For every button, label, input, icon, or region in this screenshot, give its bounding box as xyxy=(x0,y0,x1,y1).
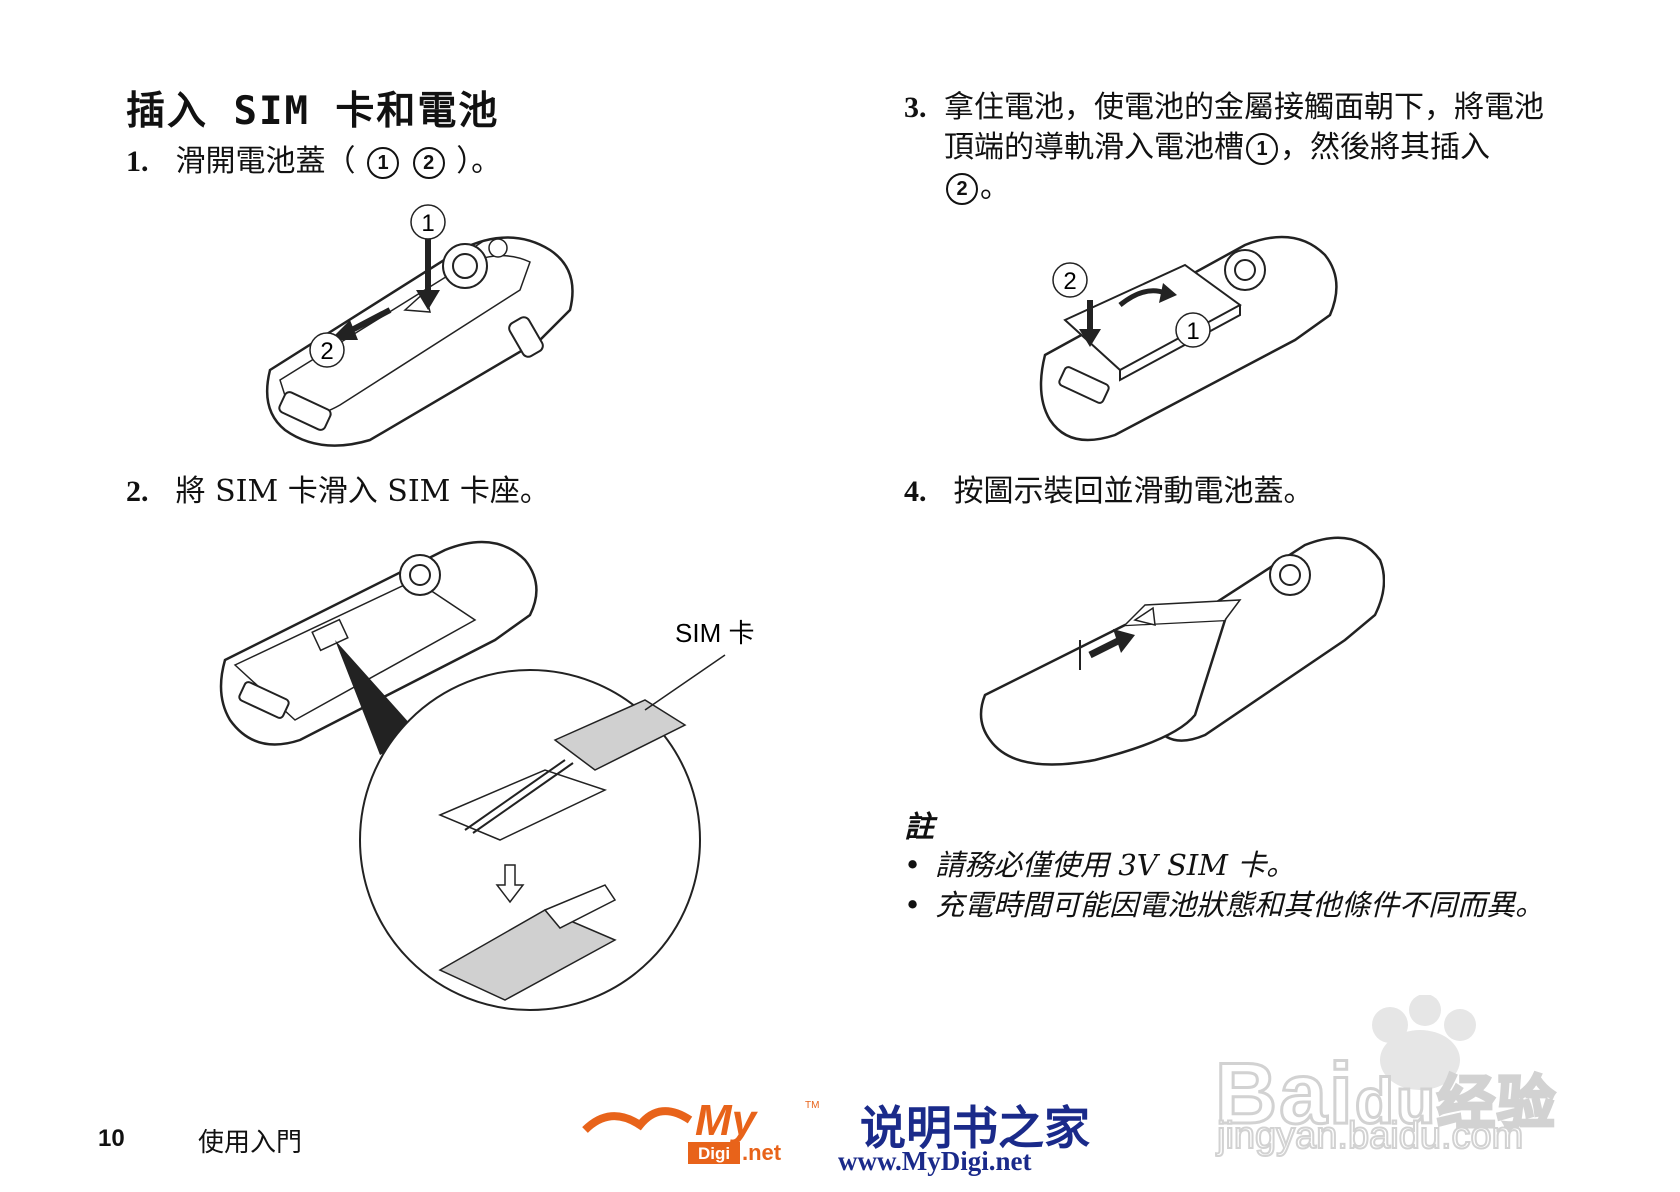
step-3-line-2a: 頂端的導軌滑入電池槽 xyxy=(944,130,1244,165)
step-1-number: 1. xyxy=(126,145,149,178)
figure-open-cover: 1 2 xyxy=(265,204,574,447)
step-2-number: 2. xyxy=(126,475,149,508)
my-logo-text: My xyxy=(695,1096,759,1145)
note-bullet-1: • 請務必僅使用 3V SIM 卡。 xyxy=(904,842,1295,884)
circled-number-2: 2 xyxy=(946,173,978,205)
note-bullet-2-text: 充電時間可能因電池狀態和其他條件不同而異。 xyxy=(935,888,1545,922)
step-4-number: 4. xyxy=(904,475,927,508)
step-3-number: 3. xyxy=(904,91,927,124)
baidu-text: Bai xyxy=(1214,1045,1355,1144)
baidu-url-text: jingyan.baidu.com xyxy=(1216,1114,1524,1158)
step-4: 4. 按圖示裝回並滑動電池蓋。 xyxy=(904,472,1314,512)
figure-3-label-2: 2 xyxy=(1063,268,1076,295)
figure-3-label-1: 1 xyxy=(1186,318,1199,345)
step-4-text: 按圖示裝回並滑動電池蓋。 xyxy=(953,474,1314,509)
watermark-cn-title: 说明书之家 xyxy=(860,1101,1090,1155)
page-number: 10 xyxy=(98,1125,125,1152)
figure-replace-cover xyxy=(979,536,1385,766)
page-title: 插入 SIM 卡和電池 xyxy=(126,89,500,134)
circled-number-1: 1 xyxy=(1246,133,1278,165)
step-1-text-pre: 滑開電池蓋（ xyxy=(175,144,356,179)
baidu-du-text: du xyxy=(1353,1064,1438,1139)
step-2-text: 將 SIM 卡滑入 SIM 卡座。 xyxy=(175,474,550,509)
sim-card-label: SIM 卡 xyxy=(675,618,754,648)
step-3-line-2b: ，然後將其插入 xyxy=(1280,130,1490,165)
circled-number-1: 1 xyxy=(367,147,400,179)
section-name: 使用入門 xyxy=(198,1128,303,1158)
circled-number-2: 2 xyxy=(412,147,445,179)
figure-1-label-2: 2 xyxy=(320,338,333,365)
digi-text: Digi xyxy=(698,1144,730,1163)
digi-badge xyxy=(688,1142,740,1164)
figure-1-label-1: 1 xyxy=(421,210,434,237)
note-bullet-2: • 充電時間可能因電池狀態和其他條件不同而異。 xyxy=(904,882,1544,924)
step-1-text-post: ）。 xyxy=(456,144,502,179)
step-1: 1. 滑開電池蓋（ 1 2 ）。 xyxy=(126,142,501,182)
bullet-dot: • xyxy=(904,848,922,882)
net-text: .net xyxy=(742,1140,782,1165)
baidu-jingyan-text: 经验 xyxy=(1436,1068,1558,1139)
figure-insert-sim: SIM 卡 xyxy=(219,540,754,1011)
note-heading: 註 xyxy=(904,810,934,845)
mydigi-watermark-logo: My TM Digi .net xyxy=(582,1096,819,1165)
step-3-line-1: 拿住電池，使電池的金屬接觸面朝下，將電池 xyxy=(944,90,1544,125)
step-2: 2. 將 SIM 卡滑入 SIM 卡座。 xyxy=(126,472,550,512)
baidu-watermark: Baidu经验 jingyan.baidu.com xyxy=(1214,995,1595,1158)
bullet-dot: • xyxy=(904,888,922,922)
note-bullet-1-text: 請務必僅使用 3V SIM 卡。 xyxy=(935,848,1296,882)
tm-mark: TM xyxy=(805,1100,819,1111)
baidu-paw-icon xyxy=(1372,995,1476,1090)
figure-insert-battery: 1 2 xyxy=(1039,235,1338,442)
watermark-url: www.MyDigi.net xyxy=(838,1146,1032,1176)
step-3-line-3: 。 xyxy=(980,170,1010,205)
